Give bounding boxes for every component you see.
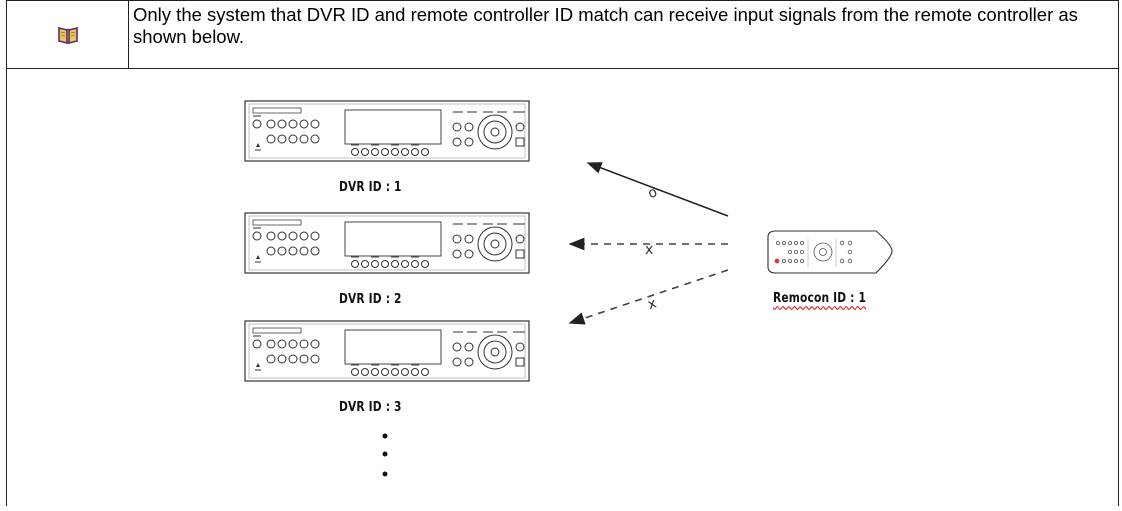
dvr-unit-3 xyxy=(244,320,530,382)
ellipsis-dot xyxy=(382,433,388,439)
signal-marker-1: o xyxy=(646,184,660,202)
dvr-2-label: DVR ID : 2 xyxy=(339,292,402,307)
figure-canvas: o x x xyxy=(244,100,893,477)
table-column-divider xyxy=(128,0,129,68)
note-text: Only the system that DVR ID and remote c… xyxy=(133,4,1078,47)
dvr-1-label: DVR ID : 1 xyxy=(339,180,402,195)
ellipsis-dot xyxy=(382,471,388,477)
dvr-3-label: DVR ID : 3 xyxy=(339,400,402,415)
table-border-left xyxy=(6,0,7,506)
signal-line-3-blocked xyxy=(568,269,729,325)
remote-id-label: Remocon ID : 1 xyxy=(773,291,867,306)
table-border-top xyxy=(6,0,1119,1)
signal-marker-2: x xyxy=(645,242,653,258)
dvr-unit-2 xyxy=(244,212,530,274)
id-matching-figure: o x x DVR xyxy=(7,70,1118,506)
dvr-unit-1 xyxy=(244,100,530,162)
book-icon xyxy=(57,26,78,44)
table-border-middle xyxy=(6,68,1119,69)
ellipsis-dot xyxy=(382,451,388,457)
remote-controller xyxy=(767,230,893,274)
note-icon-cell xyxy=(7,1,128,68)
note-text-cell: Only the system that DVR ID and remote c… xyxy=(133,4,1113,48)
table-border-right xyxy=(1118,0,1119,506)
signal-marker-3: x xyxy=(646,295,659,313)
signal-line-1-received xyxy=(586,162,729,217)
